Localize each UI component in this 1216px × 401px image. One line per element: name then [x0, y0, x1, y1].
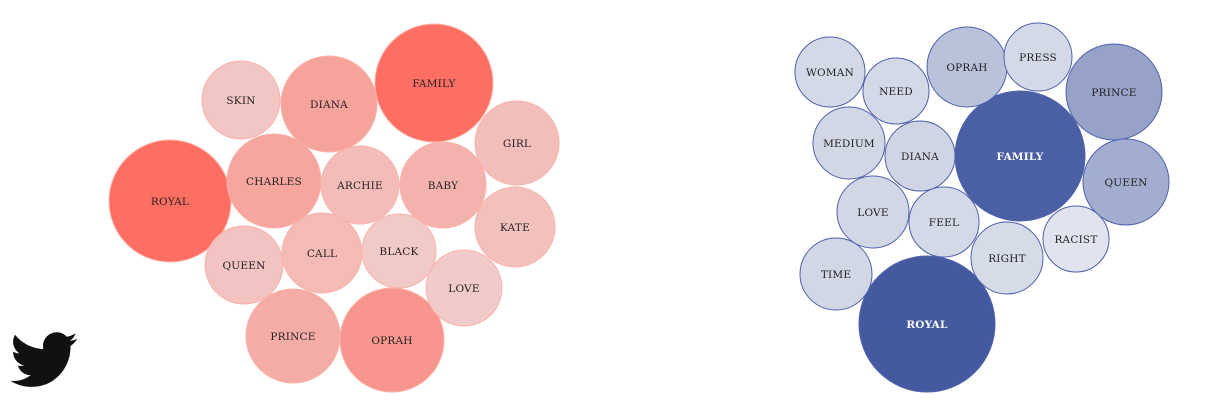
right-bubble-circle-feel — [908, 186, 980, 258]
twitter-bird-icon — [10, 332, 80, 388]
right-bubble-time: TIME — [799, 237, 873, 311]
right-bubble-racist: RACIST — [1042, 205, 1110, 273]
right-bubble-medium: MEDIUM — [812, 106, 886, 180]
left-bubble-girl: GIRL — [474, 100, 560, 186]
right-bubble-circle-press — [1003, 22, 1073, 92]
right-bubble-press: PRESS — [1003, 22, 1073, 92]
right-bubble-label-oprah: OPRAH — [946, 62, 987, 74]
right-bubble-label-diana: DIANA — [901, 151, 939, 163]
left-bubble-label-prince: PRINCE — [270, 331, 315, 343]
left-bubble-label-love: LOVE — [448, 283, 479, 295]
left-bubble-label-oprah: OPRAH — [371, 335, 412, 347]
right-bubble-diana: DIANA — [884, 120, 956, 192]
right-bubble-love: LOVE — [836, 175, 910, 249]
left-bubble-label-girl: GIRL — [503, 138, 531, 150]
right-bubble-circle-queen — [1082, 138, 1170, 226]
right-bubble-circle-time — [799, 237, 873, 311]
right-bubble-label-time: TIME — [821, 269, 851, 281]
left-bubble-queen: QUEEN — [204, 225, 284, 305]
right-bubble-right: RIGHT — [970, 221, 1044, 295]
right-bubble-circle-royal — [858, 255, 996, 393]
left-bubble-circle-archie — [320, 145, 400, 225]
right-bubble-woman: WOMAN — [794, 36, 866, 108]
left-bubble-circle-family — [374, 23, 494, 143]
left-bubble-circle-diana — [280, 55, 378, 153]
left-bubble-family: FAMILY — [374, 23, 494, 143]
right-bubble-family: FAMILY — [954, 90, 1086, 222]
right-bubble-royal: ROYAL — [858, 255, 996, 393]
left-bubble-label-call: CALL — [307, 248, 337, 260]
left-bubble-oprah: OPRAH — [339, 287, 445, 393]
left-bubble-circle-love — [425, 249, 503, 327]
left-bubble-label-charles: CHARLES — [246, 176, 302, 188]
right-bubble-label-racist: RACIST — [1054, 234, 1097, 246]
left-bubble-label-archie: ARCHIE — [336, 180, 383, 192]
right-bubble-circle-right — [970, 221, 1044, 295]
right-bubble-circle-diana — [884, 120, 956, 192]
left-bubble-prince: PRINCE — [245, 288, 341, 384]
left-bubble-circle-girl — [474, 100, 560, 186]
left-bubble-black: BLACK — [361, 213, 437, 289]
right-bubble-label-queen: QUEEN — [1105, 177, 1148, 189]
right-bubble-label-need: NEED — [879, 86, 913, 98]
left-bubble-circle-black — [361, 213, 437, 289]
right-bubble-circle-racist — [1042, 205, 1110, 273]
right-bubble-label-medium: MEDIUM — [823, 138, 875, 150]
right-bubble-circle-prince — [1065, 43, 1163, 141]
right-bubble-label-woman: WOMAN — [806, 67, 854, 79]
right-bubble-label-love: LOVE — [857, 207, 888, 219]
left-bubble-label-queen: QUEEN — [223, 260, 266, 272]
left-bubble-circle-skin — [201, 60, 281, 140]
left-bubble-diana: DIANA — [280, 55, 378, 153]
right-bubble-prince: PRINCE — [1065, 43, 1163, 141]
left-bubble-label-diana: DIANA — [310, 99, 348, 111]
left-bubble-kate: KATE — [474, 186, 556, 268]
right-bubble-circle-woman — [794, 36, 866, 108]
left-bubble-label-kate: KATE — [500, 222, 530, 234]
left-bubble-circle-prince — [245, 288, 341, 384]
right-bubble-label-family: FAMILY — [997, 151, 1044, 163]
right-bubble-circle-love — [836, 175, 910, 249]
left-bubble-circle-queen — [204, 225, 284, 305]
left-bubble-label-royal: ROYAL — [151, 196, 189, 208]
right-bubble-circle-need — [862, 57, 930, 125]
left-bubble-baby: BABY — [399, 141, 487, 229]
left-bubble-circle-baby — [399, 141, 487, 229]
right-bubble-oprah: OPRAH — [926, 26, 1008, 108]
left-bubble-circle-kate — [474, 186, 556, 268]
left-bubble-love: LOVE — [425, 249, 503, 327]
left-bubble-label-black: BLACK — [379, 246, 418, 258]
right-bubble-label-press: PRESS — [1019, 52, 1057, 64]
left-bubble-archie: ARCHIE — [320, 145, 400, 225]
left-bubble-label-baby: BABY — [428, 180, 459, 192]
right-bubble-feel: FEEL — [908, 186, 980, 258]
right-bubble-need: NEED — [862, 57, 930, 125]
right-bubble-label-right: RIGHT — [988, 253, 1026, 265]
right-bubble-circle-medium — [812, 106, 886, 180]
left-bubble-skin: SKIN — [201, 60, 281, 140]
right-bubble-queen: QUEEN — [1082, 138, 1170, 226]
left-bubble-label-family: FAMILY — [412, 78, 456, 90]
left-bubble-call: CALL — [281, 212, 363, 294]
right-bubble-label-prince: PRINCE — [1091, 87, 1136, 99]
right-bubble-chart: ROYAL FAMILY PRINCE QUEEN OPRAH DIANA MEDIUM WO… — [794, 22, 1170, 393]
left-bubble-label-skin: SKIN — [226, 95, 255, 107]
right-bubble-label-royal: ROYAL — [906, 319, 948, 331]
left-bubble-charles: CHARLES — [226, 133, 322, 229]
right-bubble-label-feel: FEEL — [929, 217, 959, 229]
left-bubble-chart: FAMILY ROYAL OPRAH DIANA CHARLES PRINCE BABY CA… — [108, 23, 560, 393]
